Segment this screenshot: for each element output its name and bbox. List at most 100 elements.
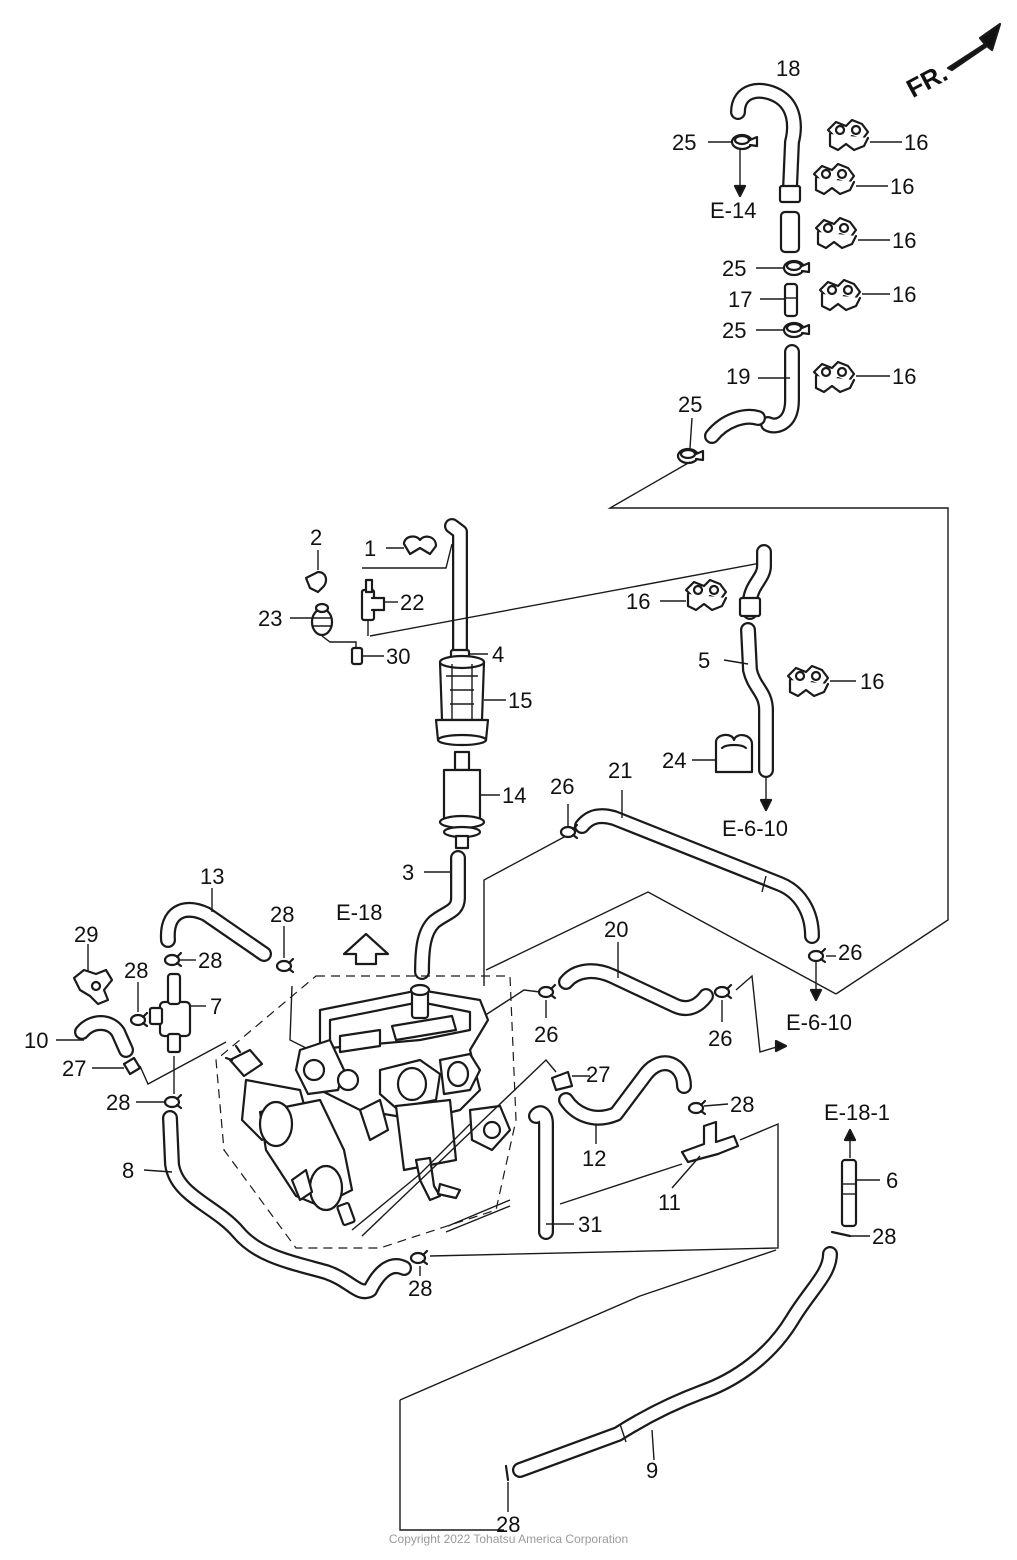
callout-2: 2 — [310, 525, 322, 550]
callout-28-c: 28 — [124, 958, 148, 983]
ref-e14: E-14 — [710, 198, 756, 223]
callout-19: 19 — [726, 364, 750, 389]
t-joint-11 — [680, 1120, 740, 1164]
callout-3: 3 — [402, 860, 414, 885]
hose-9 — [512, 1246, 838, 1478]
callout-25-d: 25 — [678, 392, 702, 417]
callout-27-b: 27 — [586, 1062, 610, 1087]
hose-13 — [159, 902, 272, 962]
callout-25-c: 25 — [722, 318, 746, 343]
hose-18 — [730, 82, 802, 254]
clip-16-g — [786, 664, 830, 698]
clamp-28-g — [830, 1230, 852, 1238]
clamp-28-a — [163, 951, 183, 968]
hose-12 — [558, 1055, 692, 1126]
clamp-25-third — [782, 321, 811, 339]
callout-28-g: 28 — [872, 1224, 896, 1249]
clamp-25-upper — [730, 133, 759, 151]
fuel-pump — [224, 1044, 356, 1226]
callout-29: 29 — [74, 922, 98, 947]
front-direction-arrow: FR. — [901, 22, 1002, 104]
callout-28-b: 28 — [198, 948, 222, 973]
callout-28-e: 28 — [730, 1092, 754, 1117]
clamp-28-e — [687, 1099, 707, 1116]
clamp-26-b — [807, 947, 827, 964]
e18-up-arrow — [342, 932, 390, 966]
vapor-separator-assembly — [294, 983, 512, 1202]
clamp-26-c — [537, 983, 557, 1000]
callout-16-c: 16 — [892, 228, 916, 253]
callout-26-d: 26 — [708, 1026, 732, 1051]
callout-25-a: 25 — [672, 130, 696, 155]
callout-5: 5 — [698, 648, 710, 673]
hose-8 — [162, 1110, 412, 1300]
clamp-26-a — [559, 823, 579, 840]
clip-16-c — [814, 216, 858, 250]
reference-labels: E-14 E-6-10 E-18 E-6-10 E-18-1 — [336, 198, 890, 1125]
callout-26-a: 26 — [550, 774, 574, 799]
callout-23: 23 — [258, 606, 282, 631]
callout-26-c: 26 — [534, 1022, 558, 1047]
callout-28-f: 28 — [408, 1276, 432, 1301]
callout-11: 11 — [658, 1190, 681, 1215]
pipe-6 — [840, 1158, 858, 1228]
clip-16-e — [812, 360, 856, 394]
fitting-30 — [350, 646, 364, 666]
clamp-25-lower — [676, 447, 705, 465]
clamp-28-c — [129, 1011, 149, 1028]
hose-21 — [574, 808, 820, 944]
connector-22 — [360, 578, 386, 636]
callout-16-e: 16 — [892, 364, 916, 389]
clamp-26-d — [713, 983, 733, 1000]
filter-cup-15 — [434, 654, 490, 747]
clip-16-b — [812, 162, 856, 196]
hose-10 — [74, 1015, 134, 1058]
elbow-2 — [304, 570, 328, 594]
hose-19 — [704, 344, 800, 444]
front-direction-label: FR. — [901, 57, 952, 103]
callout-16-f: 16 — [626, 589, 650, 614]
joint-17 — [783, 282, 799, 318]
clip-1 — [402, 535, 438, 556]
hose-20 — [558, 963, 714, 1017]
clip-16-d — [818, 278, 862, 312]
clamp-28-b — [275, 957, 295, 974]
clamp-28-f — [409, 1249, 429, 1266]
callout-16-a: 16 — [904, 130, 928, 155]
callout-28-a: 28 — [270, 902, 294, 927]
filter-14 — [438, 750, 486, 850]
carburetor-assembly-boundary — [215, 975, 517, 1249]
callout-28-h: 28 — [496, 1512, 520, 1537]
ref-e6-10-a: E-6-10 — [722, 816, 788, 841]
callout-28-d: 28 — [106, 1090, 130, 1115]
callout-labels: 18 25 16 16 16 25 16 17 25 19 16 25 2 1 … — [24, 56, 928, 1537]
callout-13: 13 — [200, 864, 224, 889]
clamp-28-d — [163, 1093, 183, 1110]
callout-26-b: 26 — [838, 940, 862, 965]
callout-27-a: 27 — [62, 1056, 86, 1081]
callout-21: 21 — [608, 758, 632, 783]
clip-16-a — [826, 118, 870, 152]
callout-24: 24 — [662, 748, 686, 773]
hose-31 — [528, 1105, 554, 1240]
clamp-25-second — [782, 259, 811, 277]
ref-e6-10-b: E-6-10 — [786, 1010, 852, 1035]
joint-7 — [148, 972, 192, 1054]
ref-e18: E-18 — [336, 900, 382, 925]
callout-16-d: 16 — [892, 282, 916, 307]
callout-18: 18 — [776, 56, 800, 81]
callout-16-g: 16 — [860, 669, 884, 694]
clamp-28-h — [504, 1464, 510, 1482]
fitting-27-a — [122, 1056, 142, 1076]
valve-23 — [310, 602, 334, 637]
callout-22: 22 — [400, 590, 424, 615]
copyright-notice: Copyright 2022 Tohatsu America Corporati… — [388, 1532, 629, 1546]
callout-1: 1 — [364, 536, 376, 561]
hose-5 — [738, 544, 774, 778]
callout-6: 6 — [886, 1168, 898, 1193]
callout-17: 17 — [728, 287, 752, 312]
clip-24 — [714, 733, 754, 774]
callout-9: 9 — [646, 1458, 658, 1483]
callout-8: 8 — [122, 1158, 134, 1183]
